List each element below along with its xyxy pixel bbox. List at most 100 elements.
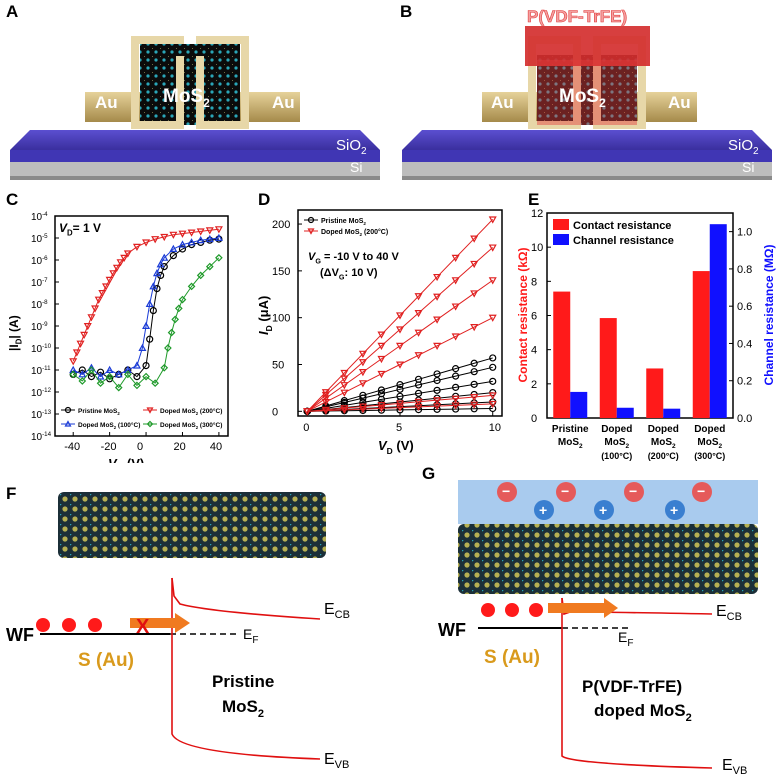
si-layer	[10, 162, 380, 176]
legend-marker	[64, 420, 72, 427]
data-point	[101, 283, 111, 291]
data-point	[169, 251, 177, 260]
svg-text:MoS2: MoS2	[163, 86, 210, 110]
data-point	[396, 392, 404, 400]
data-point	[451, 395, 460, 403]
data-point	[196, 228, 205, 236]
data-point	[87, 366, 96, 374]
data-point	[91, 305, 100, 313]
data-point	[358, 359, 367, 367]
data-point	[303, 408, 312, 416]
data-point	[321, 398, 330, 407]
output-curve	[307, 317, 493, 412]
data-point	[87, 314, 96, 322]
left-tick-label: 8	[531, 276, 537, 288]
svg-text:Au: Au	[491, 93, 514, 112]
right-tick-label: 0.6	[737, 301, 752, 313]
data-point	[470, 380, 478, 388]
svg-text:Si: Si	[742, 159, 754, 175]
data-point	[96, 379, 105, 388]
si-label: Si	[350, 159, 362, 175]
right-tick-label: 0.4	[737, 338, 752, 350]
left-tick-label: 10	[531, 242, 543, 254]
data-point	[187, 282, 196, 291]
mos2-channel	[140, 55, 240, 125]
data-point	[196, 271, 205, 280]
data-point	[123, 370, 132, 379]
wf-label: WF	[6, 625, 34, 645]
step-annotation: (ΔVG: 10 V)	[320, 267, 378, 281]
data-point	[169, 231, 178, 239]
svg-text:ECB: ECB	[716, 603, 742, 623]
data-point	[396, 385, 404, 393]
plot-frame	[54, 215, 229, 437]
right-tick-label: 0.0	[737, 413, 752, 425]
data-point	[78, 366, 86, 374]
y-tick-label: 50	[272, 360, 284, 372]
svg-text:EF: EF	[618, 629, 633, 649]
data-point	[151, 236, 160, 244]
data-point	[451, 303, 460, 311]
mos2-label: MoS	[163, 86, 203, 107]
panel-label-g: G	[422, 464, 436, 483]
sio2-layer	[10, 130, 380, 150]
y-tick-label: 10-10	[31, 343, 52, 355]
svg-text:WF: WF	[438, 620, 466, 640]
data-point	[215, 253, 223, 262]
data-point	[433, 293, 442, 301]
data-point	[414, 375, 423, 383]
svg-text:+: +	[539, 502, 547, 518]
data-point	[146, 335, 154, 343]
panel-label-b: B	[400, 2, 413, 21]
data-point	[433, 342, 442, 351]
svg-text:−: −	[502, 483, 510, 499]
data-point	[489, 377, 497, 385]
svg-text:ECB: ECB	[324, 601, 350, 621]
data-point	[69, 370, 78, 379]
x-tick-label: 10	[489, 422, 501, 434]
data-point	[414, 352, 423, 360]
mos2-sub: 2	[203, 96, 210, 110]
y-tick-label: 10-6	[31, 255, 48, 267]
legend-marker	[307, 228, 315, 235]
data-point	[321, 406, 330, 414]
data-point	[340, 397, 348, 405]
series-line	[72, 228, 219, 362]
data-point	[152, 268, 161, 277]
output-curve	[307, 394, 493, 412]
x-tick-label: 0	[303, 422, 309, 434]
data-point	[414, 389, 423, 397]
mos2-crystal-g	[458, 524, 758, 594]
data-point	[114, 383, 123, 392]
data-point	[396, 381, 404, 389]
data-point	[395, 342, 405, 351]
y-axis-label: |ID| (A)	[7, 315, 24, 351]
data-point	[433, 397, 442, 405]
bar-contact-resistance	[646, 368, 664, 418]
data-point	[340, 405, 349, 413]
metal-label: S (Au)	[78, 650, 134, 671]
y-tick-label: 10-12	[31, 387, 52, 399]
au-label-right: Au	[272, 93, 295, 112]
data-point	[470, 235, 479, 243]
svg-text:+: +	[599, 502, 607, 518]
category-label: Doped	[648, 424, 679, 435]
bar-channel-resistance	[663, 408, 681, 418]
svg-text:−: −	[697, 483, 705, 499]
chart-transfer-curves: 10-1410-1310-1210-1110-1010-910-810-710-…	[7, 211, 229, 463]
data-point	[451, 333, 460, 341]
y-tick-label: 10-11	[31, 365, 51, 377]
data-point	[78, 370, 87, 378]
legend-swatch	[553, 219, 569, 230]
category-label: (100°C)	[601, 451, 632, 461]
bar-contact-resistance	[599, 318, 617, 418]
data-point	[171, 315, 180, 324]
data-point	[80, 331, 89, 340]
right-tick-label: 1.0	[737, 227, 752, 239]
data-point	[377, 342, 386, 351]
data-point	[395, 312, 405, 320]
data-point	[205, 234, 214, 243]
left-axis-label: Contact resistance (kΩ)	[516, 248, 530, 383]
data-point	[132, 243, 141, 252]
svg-text:EF: EF	[243, 626, 258, 646]
